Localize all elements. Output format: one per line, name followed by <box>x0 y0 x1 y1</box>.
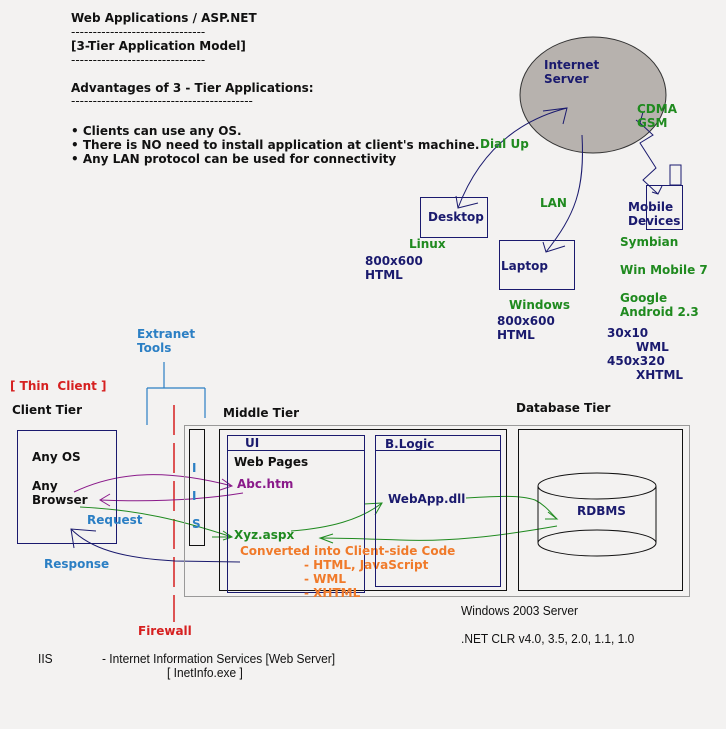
app-server-box <box>219 429 507 591</box>
client-browser: Any Browser <box>32 479 88 507</box>
mobile-box <box>646 185 683 230</box>
xyz-aspx-label: Xyz.aspx <box>234 528 295 542</box>
diagram-title: Web Applications / ASP.NET <box>71 11 257 25</box>
divider: ------------------------------- <box>71 25 206 39</box>
laptop-resolution: 800x600 <box>497 314 555 328</box>
internet-server-ellipse <box>519 36 667 154</box>
converted-label: Converted into Client-side Code <box>240 544 456 558</box>
iis-letter: I <box>192 489 197 503</box>
arrow-head <box>651 185 663 195</box>
iis-description: - Internet Information Services [Web Ser… <box>102 651 336 666</box>
format-item: - HTML, JavaScript <box>304 558 429 572</box>
desktop-box <box>420 197 488 238</box>
advantage-item: • Any LAN protocol can be used for conne… <box>71 152 397 166</box>
firewall-label: Firewall <box>138 624 192 638</box>
iis-exe: [ InetInfo.exe ] <box>167 665 243 680</box>
server-os-label: Windows 2003 Server <box>461 603 578 618</box>
mobile-os: Win Mobile 7 <box>620 263 708 277</box>
blogic-header-divider <box>375 450 500 451</box>
laptop-os: Windows <box>509 298 570 312</box>
server-outer-box <box>184 425 690 597</box>
blogic-header: B.Logic <box>385 437 435 451</box>
desktop-format: HTML <box>365 268 403 282</box>
divider: ------------------------------- <box>71 53 206 67</box>
diagram-subtitle: [3-Tier Application Model] <box>71 39 246 53</box>
mobile-res-1: 30x10 <box>607 326 649 340</box>
xyz-request <box>79 506 233 538</box>
client-tier-label: Client Tier <box>12 403 82 417</box>
response-label: Response <box>44 557 110 571</box>
dialup-link <box>457 107 568 209</box>
arrow-head <box>318 533 334 544</box>
arrow-head <box>545 511 559 520</box>
abc-htm-label: Abc.htm <box>237 477 294 491</box>
extranet-tools-label: Extranet Tools <box>137 327 196 355</box>
desktop-resolution: 800x600 <box>365 254 423 268</box>
arrow-head <box>222 530 234 541</box>
client-os: Any OS <box>32 450 81 464</box>
response-link <box>70 528 241 563</box>
iis-letter: I <box>192 461 197 475</box>
iis-abbr: IIS <box>38 651 53 666</box>
rdbms-label: RDBMS <box>577 504 626 518</box>
wireless-link <box>639 122 659 195</box>
iis-letter: S <box>192 517 201 531</box>
mobile-os: Google Android 2.3 <box>620 291 699 319</box>
ui-layer-box <box>227 435 365 593</box>
arrow-head <box>99 493 111 507</box>
mobile-fmt-1: WML <box>636 340 669 354</box>
arrow-head <box>542 107 568 125</box>
desktop-os: Linux <box>409 237 446 251</box>
dialup-label: Dial Up <box>480 137 529 151</box>
lan-link <box>545 134 583 253</box>
format-item: - XHTML <box>304 586 361 600</box>
thin-client-label: [ Thin Client ] <box>10 379 107 393</box>
blogic-layer-box <box>375 435 501 587</box>
client-box <box>17 430 117 544</box>
ui-header-divider <box>227 450 364 451</box>
advantage-item: • There is NO need to install applicatio… <box>71 138 480 152</box>
cdma-gsm-label: CDMA GSM <box>637 102 677 130</box>
arrow-head <box>70 528 97 549</box>
webapp-to-rdbms <box>465 495 558 520</box>
request-label: Request <box>87 513 143 527</box>
clr-versions-label: .NET CLR v4.0, 3.5, 2.0, 1.1, 1.0 <box>461 631 635 646</box>
arrow-head <box>542 241 566 253</box>
advantages-heading: Advantages of 3 - Tier Applications: <box>71 81 314 95</box>
format-item: - WML <box>304 572 346 586</box>
advantage-item: • Clients can use any OS. <box>71 124 242 138</box>
laptop-box <box>499 240 575 290</box>
mobile-fmt-2: XHTML <box>636 368 684 382</box>
arrow-head <box>635 111 644 124</box>
mobile-label: Mobile Devices <box>628 200 681 228</box>
divider: ----------------------------------------… <box>71 94 253 108</box>
arrow-head <box>455 195 479 209</box>
arrow-head <box>363 502 383 516</box>
rdbms-to-xyz <box>319 525 558 541</box>
webapp-dll-label: WebApp.dll <box>388 492 466 506</box>
middle-tier-label: Middle Tier <box>223 406 300 420</box>
laptop-format: HTML <box>497 328 535 342</box>
arrow-head <box>219 478 234 491</box>
mobile-os: Symbian <box>620 235 679 249</box>
desktop-label: Desktop <box>428 210 484 224</box>
database-tier-label: Database Tier <box>516 401 611 415</box>
abc-request <box>73 474 233 493</box>
mobile-res-2: 450x320 <box>607 354 665 368</box>
lan-label: LAN <box>540 196 567 210</box>
internet-server-label: Internet Server <box>544 58 600 86</box>
iis-box <box>189 429 205 546</box>
ui-header: UI <box>245 436 260 450</box>
web-pages-label: Web Pages <box>234 455 309 469</box>
rdbms-cylinder-bottom <box>537 529 657 557</box>
database-box <box>518 429 683 591</box>
laptop-label: Laptop <box>501 259 548 273</box>
